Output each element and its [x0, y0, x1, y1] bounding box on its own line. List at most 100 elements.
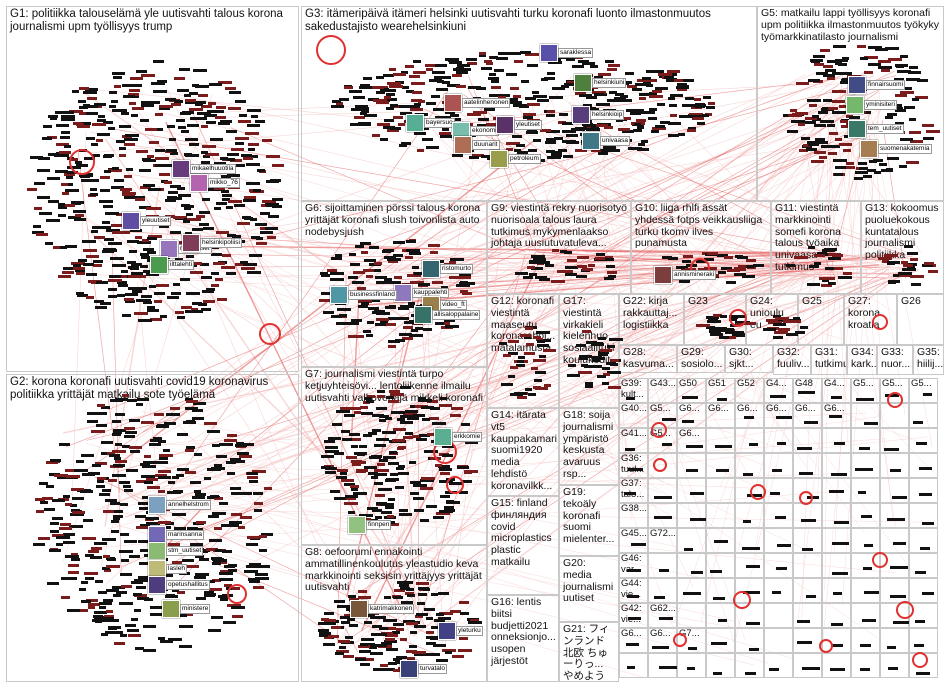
node-g1 [169, 138, 176, 141]
node-g8 [384, 596, 391, 599]
node-g2 [157, 461, 168, 464]
user-handle-label: yleuutiset [140, 216, 171, 226]
small-group-box [880, 503, 909, 528]
node-g2 [158, 637, 165, 640]
node-g1 [235, 137, 249, 140]
node-g7 [413, 497, 424, 500]
node-g3 [393, 73, 406, 76]
group-label-g2: G2: korona koronafi uutisvahti covid19 k… [10, 376, 296, 402]
user-handle-label: stm_uutiset [166, 546, 203, 556]
node-g1 [209, 83, 222, 86]
node-g2 [207, 430, 220, 433]
small-group-box [909, 403, 938, 428]
self-loop-ring [912, 652, 928, 668]
node-g7 [345, 495, 358, 498]
node-g3 [405, 65, 414, 68]
node-g1 [193, 69, 207, 72]
node-g1 [130, 84, 142, 87]
node-g11 [794, 256, 808, 259]
node-g1 [211, 284, 219, 287]
node-g11 [807, 283, 820, 286]
node-g3 [611, 149, 620, 152]
node-g7 [457, 466, 469, 469]
node-g1 [245, 132, 259, 135]
node-g2 [121, 585, 132, 588]
node-small-group [711, 642, 726, 645]
node-g2 [36, 510, 44, 513]
user-handle-label: video_ft [440, 300, 467, 310]
node-g13 [924, 262, 934, 265]
node-g1 [127, 261, 136, 264]
node-g2 [194, 576, 206, 579]
node-g2 [159, 454, 173, 457]
node-g2 [124, 435, 135, 438]
node-g2 [140, 463, 150, 466]
node-g2 [115, 413, 125, 416]
node-g1 [124, 298, 134, 301]
node-small-group [746, 565, 760, 568]
node-g1 [235, 164, 245, 167]
node-g3 [655, 125, 665, 128]
node-g1 [103, 302, 111, 305]
node-g3 [607, 99, 620, 102]
node-g1 [122, 314, 131, 317]
node-g1 [121, 112, 129, 115]
node-g7 [439, 510, 453, 513]
node-g2 [239, 455, 252, 458]
node-g1 [128, 275, 141, 278]
node-g2 [141, 421, 154, 424]
node-g1 [170, 231, 181, 234]
node-g3 [562, 130, 576, 133]
group-label-g5: G5: matkailu lappi työllisyys koronafi u… [761, 8, 941, 43]
node-g1 [36, 233, 48, 236]
small-group-box [764, 428, 793, 453]
node-g1 [87, 97, 97, 100]
node-g1 [201, 308, 211, 311]
node-small-group [688, 647, 696, 650]
node-g1 [61, 131, 70, 134]
node-g7 [352, 463, 361, 466]
user-avatar [846, 96, 864, 114]
node-g2 [172, 513, 186, 516]
node-g2 [255, 573, 268, 576]
node-g2 [127, 399, 137, 402]
node-g2 [163, 449, 170, 452]
group-label-g10: G10: liiga rhlfi ässät yhdessä fotps vei… [635, 203, 768, 250]
node-small-group [860, 668, 870, 671]
node-g1 [140, 119, 149, 122]
node-g6 [366, 334, 373, 337]
node-g2 [127, 629, 139, 632]
node-g2 [212, 562, 221, 565]
node-g1 [243, 263, 257, 266]
node-g11 [786, 264, 795, 267]
node-g2 [79, 588, 86, 591]
node-g6 [323, 311, 334, 314]
node-g1 [215, 116, 226, 119]
node-g8 [414, 625, 426, 628]
node-small-group [687, 667, 696, 670]
node-g6 [406, 249, 420, 252]
node-g1 [143, 248, 154, 251]
node-g2 [144, 481, 153, 484]
node-g3 [393, 116, 403, 119]
small-group-box [851, 528, 880, 553]
user-avatar [406, 114, 424, 132]
node-small-group [829, 415, 842, 418]
node-g7 [390, 473, 398, 476]
node-g2 [253, 492, 263, 495]
small-group-box [619, 528, 648, 553]
node-g8 [370, 652, 383, 655]
small-group-box [677, 603, 706, 628]
node-g11 [828, 282, 835, 285]
node-g2 [137, 398, 149, 401]
node-g3 [608, 64, 620, 67]
node-g3 [649, 95, 663, 98]
node-g10 [682, 260, 691, 263]
node-small-group [770, 492, 780, 495]
node-g7 [385, 417, 392, 420]
node-g5 [795, 112, 808, 115]
node-small-group [625, 448, 635, 451]
node-g7 [334, 452, 344, 455]
node-small-group [684, 548, 693, 551]
node-small-group [914, 644, 923, 647]
